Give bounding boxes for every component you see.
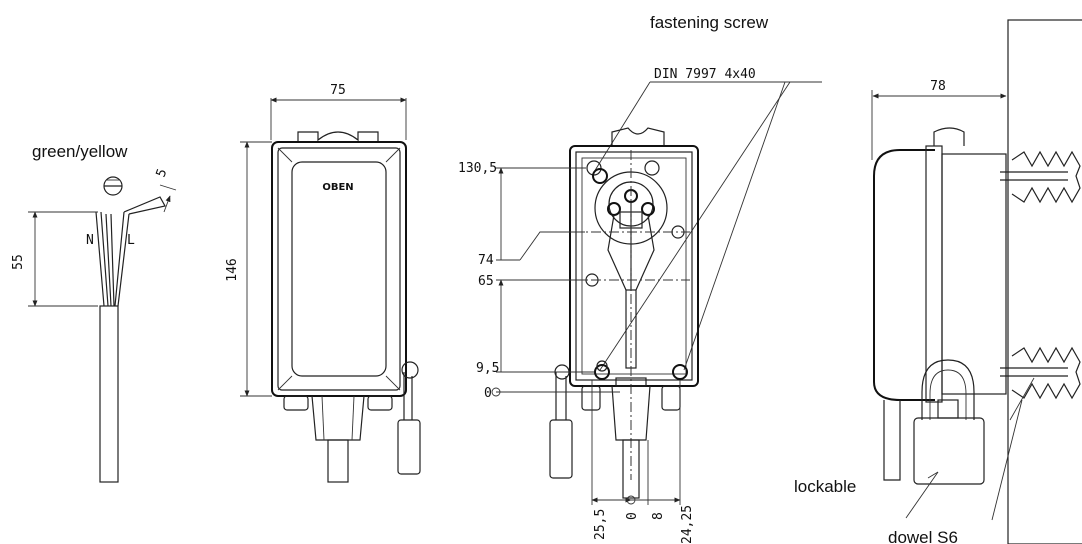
dim-130-5: 130,5 — [458, 161, 497, 176]
dim-8: 8 — [651, 512, 666, 520]
dim-9-5: 9,5 — [476, 361, 499, 376]
fastening-screw-label: fastening screw — [650, 13, 769, 32]
wire-bent — [123, 196, 166, 215]
dim-74: 74 — [478, 253, 494, 268]
dim-55: 55 — [11, 254, 26, 270]
dowel-label: dowel S6 — [888, 528, 958, 544]
screw-spec: DIN 7997 4x40 — [654, 67, 756, 82]
dim-5: 5 — [154, 167, 171, 179]
wire-l — [114, 211, 130, 307]
cable-view: green/yellow 55 5 N L — [11, 142, 177, 483]
screw-hole-top — [592, 168, 608, 184]
wire-pe — [105, 213, 115, 307]
padlock-mount — [549, 419, 573, 479]
padlock-front — [397, 419, 421, 475]
dowel-bottom — [1000, 346, 1081, 400]
side-view: 78 lockable dowel S6 — [794, 19, 1082, 544]
ground-symbol-icon — [103, 176, 123, 196]
dim-75: 75 — [330, 83, 346, 98]
padlock-side — [913, 359, 985, 485]
dim-0-h: 0 — [625, 512, 640, 520]
wire-n — [95, 211, 109, 307]
wall — [1007, 19, 1082, 544]
live-label: L — [127, 233, 135, 248]
dowel-top — [1000, 150, 1081, 204]
cable-gland — [311, 395, 365, 441]
dim-146: 146 — [225, 258, 240, 281]
lockable-label: lockable — [794, 477, 856, 496]
mounting-view: fastening screw DIN 7997 4x40 — [458, 13, 822, 544]
neutral-label: N — [86, 233, 94, 248]
housing-front — [271, 141, 407, 397]
screw-hole-bottom-right — [672, 364, 688, 380]
dim-25-5: 25,5 — [593, 509, 608, 540]
front-view: 75 146 OBEN — [225, 83, 421, 483]
screw-hole-bottom-left — [594, 364, 610, 380]
housing-side — [873, 149, 935, 401]
dim-65: 65 — [478, 274, 494, 289]
green-yellow-label: green/yellow — [32, 142, 128, 161]
dim-0-v: 0 — [484, 386, 492, 401]
cable-sheath — [99, 305, 119, 483]
oben-label: OBEN — [322, 182, 353, 193]
dim-24-25: 24,25 — [680, 505, 695, 544]
dim-78: 78 — [930, 79, 946, 94]
